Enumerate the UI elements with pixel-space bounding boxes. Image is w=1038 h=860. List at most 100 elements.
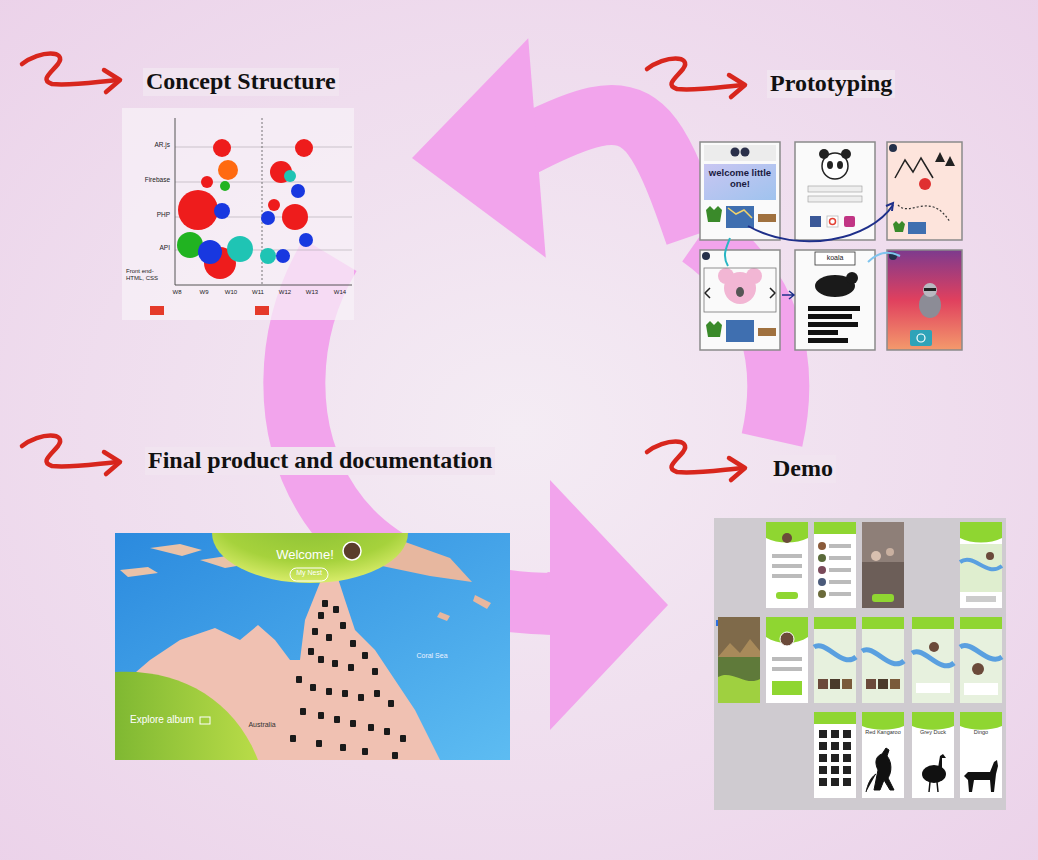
demo-screens [818,566,826,574]
map-screenshot [115,672,258,760]
demo-screens [929,782,938,792]
demo-screens [780,632,794,646]
demo-screens [960,617,1002,703]
map-screenshot [312,628,318,635]
picture-label: Dingo [974,729,988,735]
wireframe [808,322,858,327]
demo-screens [960,560,1002,570]
wireframe [700,142,962,350]
map-screenshot [368,724,374,731]
bubble-chart [268,199,280,211]
demo-screens [814,522,856,534]
arrow-head [550,480,668,730]
demo-screens [772,564,802,568]
demo-screens [766,617,808,703]
map-screenshot [200,717,210,724]
bubble-chart [261,211,275,225]
wireframe [819,149,829,159]
wireframe [908,222,926,234]
bubble-chart [276,249,290,263]
demo-screens [819,778,827,786]
demo-screens [830,679,840,689]
demo-screens [814,712,856,724]
map-screenshot [388,700,394,707]
wireframe [782,291,794,299]
wireframe [887,250,962,350]
picture-label: Red Kangaroo [865,729,900,735]
picture-label: PHP [157,211,170,218]
map-screenshot [290,568,328,581]
map-screenshot [362,652,368,659]
bubble-chart [218,160,238,180]
demo-screens [912,712,954,798]
picture-label: koala [827,254,844,262]
demo-screens [972,663,984,675]
bubble-chart [295,139,313,157]
demo-screens [831,778,839,786]
demo-screens [772,554,802,558]
wireframe [837,161,843,169]
wireframe [887,142,962,240]
demo-screens [829,556,851,560]
wireframe [736,287,744,297]
demo-screens [843,730,851,738]
arrow-shaft [517,115,695,235]
demo-screens [862,712,904,798]
wireframe [704,145,776,161]
demo-screens [912,617,954,629]
demo-screens [831,766,839,774]
picture-label: W11 [252,289,264,296]
wireframe [810,216,821,227]
demo-screens [814,712,856,798]
demo-screens [772,681,802,695]
map-screenshot [392,752,398,759]
picture-label: W14 [334,289,346,296]
wireframe [700,142,780,240]
demo-screens [960,646,1002,660]
demo-screens [819,730,851,786]
demo-screens [766,522,808,608]
cycle-arrow [545,480,668,730]
demo-screens [862,617,904,629]
wireframe [808,186,862,192]
section-heading: Final product and documentation [145,447,495,475]
bubble-chart [282,204,308,230]
map-screenshot [326,634,332,641]
squiggle-arrow [647,442,745,481]
squiggle-arrow [22,436,120,475]
bubble-chart [220,181,230,191]
map-screenshot [384,728,390,735]
bubble-chart [291,184,305,198]
demo-screens [842,679,852,689]
demo-screens [964,760,998,792]
map-screenshot [318,712,324,719]
map-screenshot [300,708,306,715]
demo-screens [960,522,1002,608]
map-screenshot [343,542,361,560]
wireframe [830,219,836,225]
picture-label: W10 [225,289,237,296]
demo-screens [922,765,946,783]
demo-screens [829,568,851,572]
map-screenshot [316,740,322,747]
demo-screens [912,712,954,798]
map-screenshot [334,716,340,723]
wireframe [919,178,931,190]
wireframe [704,164,776,200]
picture-label: Coral Sea [416,652,447,660]
demo-screens [866,748,894,792]
demo-screens [843,742,851,750]
wireframe [808,306,860,311]
map-screenshot [400,735,406,742]
map-screenshot [318,612,324,619]
picture-label: Explore album [130,714,194,726]
demo-screens [960,544,1002,592]
squiggle-arrow [729,75,745,97]
demo-screens [814,522,856,608]
wireframe [724,272,756,304]
wireframe [846,272,858,284]
bubble-chart [122,108,354,320]
cycle-arrow [412,38,695,257]
